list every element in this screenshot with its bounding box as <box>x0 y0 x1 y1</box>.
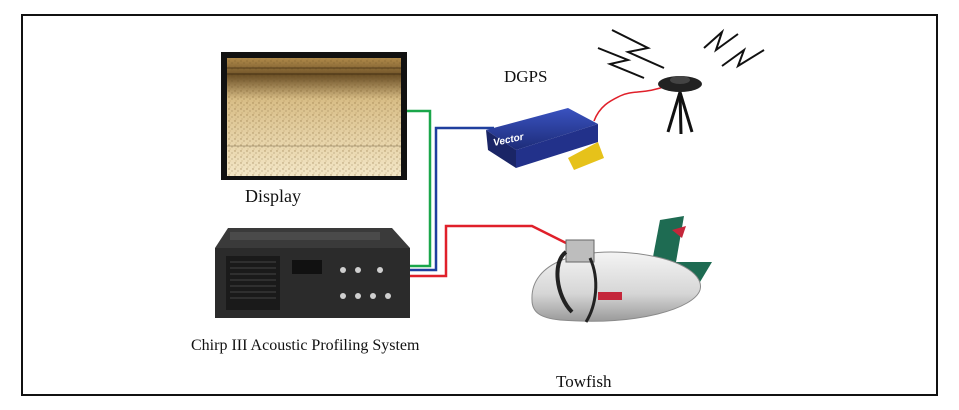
towfish-label: Towfish <box>556 372 612 391</box>
dgps-unit: Vector <box>486 108 604 170</box>
gps-antenna-tripod-icon <box>658 76 702 135</box>
chirp-system-label: Chirp III Acoustic Profiling System <box>191 337 420 354</box>
antenna-cable <box>593 85 667 122</box>
towfish <box>531 216 712 323</box>
red-cable <box>410 224 593 278</box>
display-monitor <box>221 52 407 180</box>
display-label: Display <box>245 186 301 206</box>
dgps-label: DGPS <box>504 67 548 86</box>
diagram-frame <box>21 14 938 396</box>
cables <box>407 85 667 278</box>
green-cable <box>407 109 432 268</box>
blue-cable <box>410 126 494 272</box>
chirp-console <box>215 228 410 318</box>
lightning-signal-icon <box>597 28 765 79</box>
